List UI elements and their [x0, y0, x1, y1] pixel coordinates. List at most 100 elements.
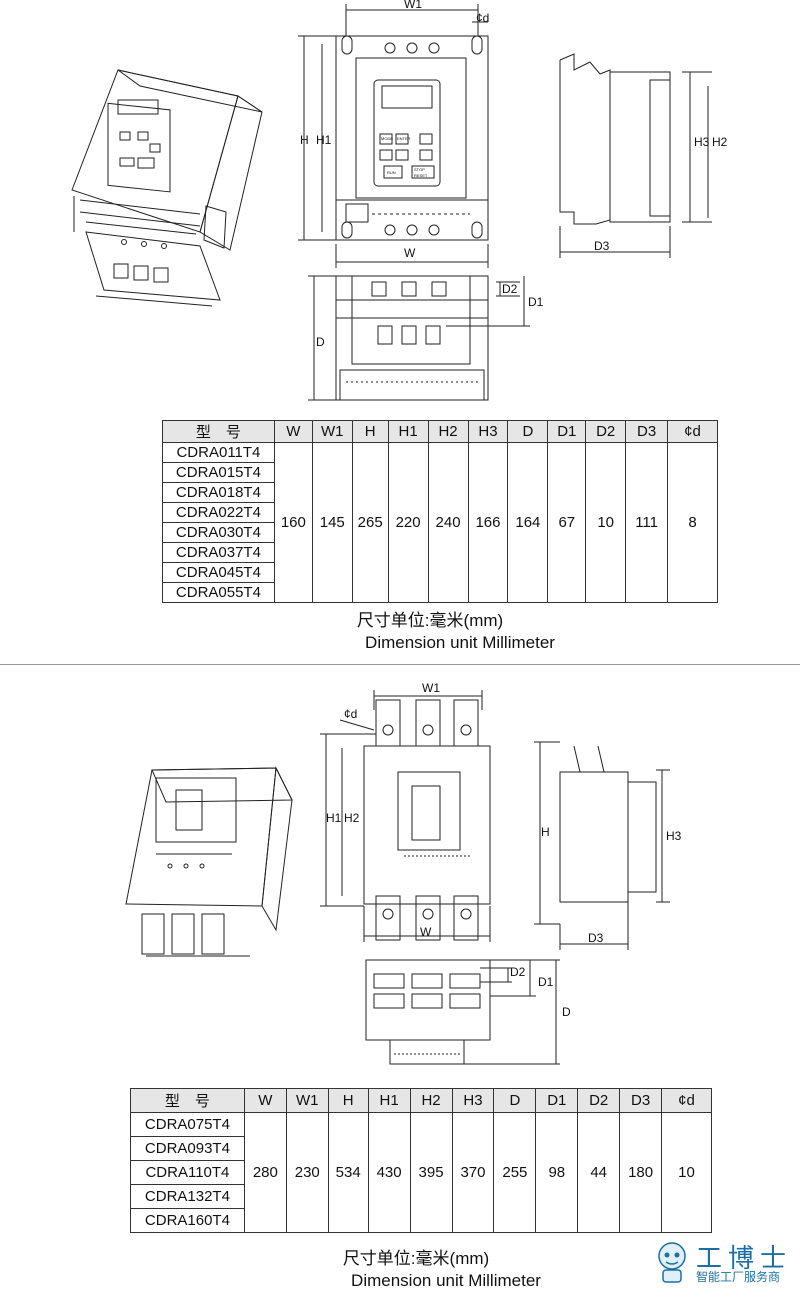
model-cell: CDRA011T4: [162, 442, 275, 463]
value-cell: 111: [625, 442, 669, 603]
value-cell: 430: [367, 1112, 411, 1233]
model-cell: CDRA160T4: [130, 1208, 245, 1233]
value-cell: 255: [493, 1112, 537, 1233]
col-header: D: [493, 1088, 537, 1113]
col-header: H: [327, 1088, 369, 1113]
col-header: W: [243, 1088, 287, 1113]
model-cell: CDRA030T4: [162, 522, 275, 543]
model-cell: CDRA110T4: [130, 1160, 245, 1185]
key-mode: MODE: [381, 136, 393, 141]
value-cell: 98: [535, 1112, 579, 1233]
dim-label-H3: H3: [666, 829, 682, 843]
value-cell: 10: [661, 1112, 712, 1233]
model-cell: CDRA018T4: [162, 482, 275, 503]
section-divider: [0, 664, 800, 665]
col-header: D2: [585, 420, 627, 443]
spec-table-1: 型 号 W W1 H H1 H2 H3 D D1 D2 D3 ¢d CDRA01…: [162, 420, 718, 603]
value-cell: 220: [387, 442, 429, 603]
col-header: H: [351, 420, 389, 443]
key-run: RUN: [387, 170, 396, 175]
col-header: D: [507, 420, 549, 443]
col-header: D2: [577, 1088, 621, 1113]
dim-label-D3: D3: [594, 239, 610, 253]
dim-label-D2: D2: [502, 282, 518, 296]
col-header: H3: [467, 420, 509, 443]
watermark-title: 工博士: [696, 1244, 793, 1274]
col-header: H1: [367, 1088, 411, 1113]
section1-drawings: W1 ¢d H H1 W H3 H2 D3 D2 D1 D MODE ENTER…: [71, 0, 728, 401]
dim-label-W1: W1: [404, 0, 422, 11]
dim-label-H1: H1: [326, 811, 342, 825]
dim-label-H3: H3: [694, 135, 710, 149]
dim-label-W1: W1: [422, 681, 440, 695]
isometric-view-large: [125, 766, 293, 957]
col-header: 型 号: [162, 420, 275, 443]
dim-label-phi-d: ¢d: [476, 11, 489, 25]
col-header: H3: [451, 1088, 495, 1113]
model-cell: CDRA045T4: [162, 562, 275, 583]
dim-label-D: D: [316, 335, 325, 349]
model-cell: CDRA022T4: [162, 502, 275, 523]
value-cell: 145: [311, 442, 353, 603]
unit-note-cn-1: 尺寸单位:毫米(mm): [356, 611, 504, 630]
key-reset: RESET: [414, 173, 428, 178]
side-view-large: [534, 741, 670, 950]
dim-label-D2: D2: [510, 965, 526, 979]
dim-label-H2: H2: [712, 135, 728, 149]
value-cell: 166: [467, 442, 509, 603]
col-header: W1: [285, 1088, 329, 1113]
dim-label-D3: D3: [588, 931, 604, 945]
col-header: D1: [535, 1088, 579, 1113]
dim-label-W: W: [404, 246, 416, 260]
value-cell: 44: [577, 1112, 621, 1233]
col-header: H1: [387, 420, 429, 443]
model-cell: CDRA075T4: [130, 1112, 245, 1137]
dim-label-W: W: [420, 925, 432, 939]
dim-label-H2: H2: [344, 811, 360, 825]
model-cell: CDRA093T4: [130, 1136, 245, 1161]
isometric-view-small: [71, 69, 263, 307]
model-cell: CDRA055T4: [162, 582, 275, 603]
value-cell: 8: [667, 442, 718, 603]
col-header: ¢d: [661, 1088, 712, 1113]
value-cell: 534: [327, 1112, 369, 1233]
dim-label-H1: H1: [316, 133, 332, 147]
col-header: W: [273, 420, 313, 443]
value-cell: 395: [409, 1112, 453, 1233]
value-cell: 240: [427, 442, 469, 603]
col-header: D3: [625, 420, 669, 443]
key-enter: ENTER: [397, 136, 411, 141]
dim-label-phi-d: ¢d: [344, 707, 357, 721]
model-cell: CDRA037T4: [162, 542, 275, 563]
col-header: H2: [427, 420, 469, 443]
key-stop: STOP: [414, 167, 425, 172]
front-view: [298, 4, 489, 268]
section2-drawings: W1 ¢d H1 H2 W H H3 D3 D2 D1 D: [125, 681, 682, 1065]
model-cell: CDRA132T4: [130, 1184, 245, 1209]
value-cell: 160: [273, 442, 313, 603]
dim-label-D1: D1: [528, 295, 544, 309]
col-header: ¢d: [667, 420, 718, 443]
col-header: D1: [547, 420, 587, 443]
col-header: 型 号: [130, 1088, 245, 1113]
watermark-subtitle: 智能工厂服务商: [696, 1270, 781, 1284]
watermark-logo: 工博士 智能工厂服务商: [652, 1236, 796, 1288]
value-cell: 370: [451, 1112, 495, 1233]
col-header: H2: [409, 1088, 453, 1113]
dim-label-H: H: [541, 825, 550, 839]
unit-note-en-1: Dimension unit Millimeter: [365, 633, 555, 652]
robot-mascot-icon: [658, 1242, 686, 1283]
value-cell: 280: [243, 1112, 287, 1233]
unit-note-en-2: Dimension unit Millimeter: [351, 1271, 541, 1290]
model-cell: CDRA015T4: [162, 462, 275, 483]
side-view: [559, 53, 712, 258]
value-cell: 10: [585, 442, 627, 603]
value-cell: 230: [285, 1112, 329, 1233]
dim-label-D1: D1: [538, 975, 554, 989]
dim-label-D: D: [562, 1005, 571, 1019]
bottom-view: [308, 275, 530, 401]
col-header: W1: [311, 420, 353, 443]
value-cell: 164: [507, 442, 549, 603]
value-cell: 265: [351, 442, 389, 603]
col-header: D3: [619, 1088, 663, 1113]
